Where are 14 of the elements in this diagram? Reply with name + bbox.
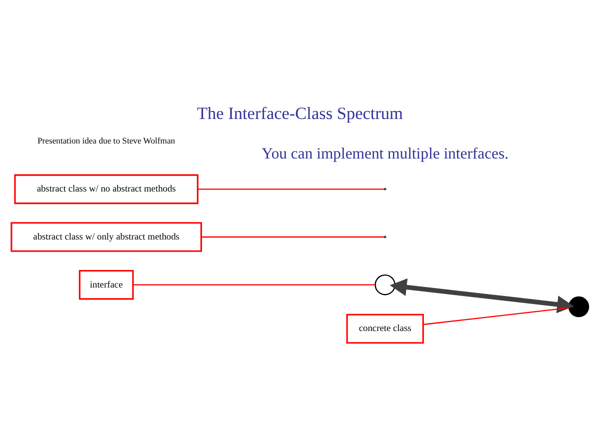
- connector: [133, 284, 376, 285]
- arrow: [390, 278, 574, 313]
- node-circle: [568, 296, 590, 317]
- connector: [198, 188, 384, 190]
- node-box: interface: [78, 269, 134, 300]
- node-box: abstract class w/ only abstract methods: [10, 222, 202, 252]
- connector: [201, 236, 384, 238]
- node-circle: [374, 274, 396, 295]
- diagram-title: The Interface-Class Spectrum: [197, 104, 403, 123]
- node-box: abstract class w/ no abstract methods: [14, 174, 198, 204]
- connector: [423, 306, 569, 325]
- node-box: concrete class: [346, 313, 424, 344]
- label: Presentation idea due to Steve Wolfman: [38, 135, 176, 146]
- label: You can implement multiple interfaces.: [262, 145, 509, 162]
